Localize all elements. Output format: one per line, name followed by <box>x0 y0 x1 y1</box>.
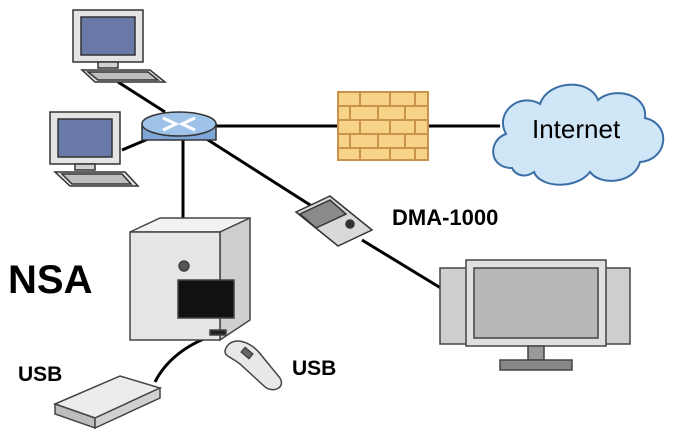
link-nsa-usb-drive <box>153 334 213 383</box>
flat-screen-tv-icon <box>439 259 631 371</box>
internet-label: Internet <box>532 114 621 144</box>
link-switch-dma <box>204 136 319 212</box>
external-hard-drive-icon <box>52 375 163 430</box>
usb-flash-drive-icon <box>224 340 283 391</box>
usb-label-left: USB <box>18 363 63 386</box>
connection-lines <box>117 80 500 383</box>
link-dma-tv <box>361 238 445 292</box>
network-switch-icon <box>141 111 217 141</box>
link-top-pc-switch <box>117 80 166 114</box>
brick-firewall-icon <box>337 91 429 161</box>
nsa-label: NSA <box>8 258 93 302</box>
desktop-computer-icon <box>49 111 140 187</box>
desktop-computer-icon <box>72 9 168 83</box>
cloud-icon <box>492 83 665 186</box>
nas-storage-icon <box>129 216 251 342</box>
usb-label-right: USB <box>292 357 337 380</box>
dma-label: DMA-1000 <box>392 205 499 230</box>
media-adapter-icon <box>294 195 374 247</box>
